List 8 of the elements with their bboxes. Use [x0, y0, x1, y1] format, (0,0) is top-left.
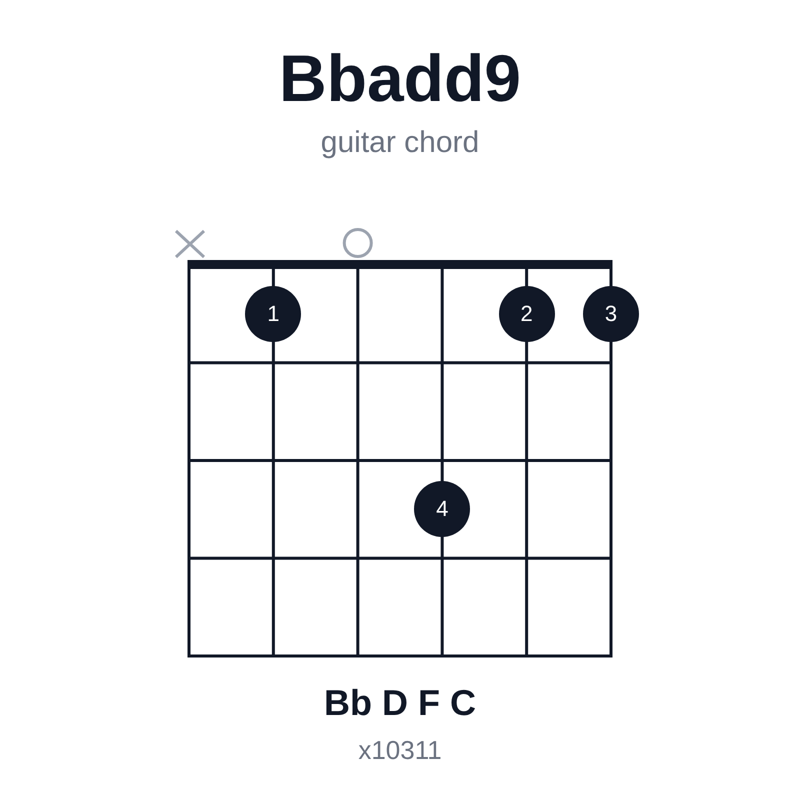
finger-dot: 1: [245, 286, 302, 342]
subtitle: guitar chord: [320, 126, 480, 160]
fingering-code: x10311: [357, 735, 443, 766]
chord-title: Bbadd9: [278, 40, 522, 116]
finger-dot: 4: [414, 481, 470, 538]
finger-dot: 3: [583, 286, 639, 342]
finger-dot: 2: [498, 286, 555, 342]
chord-notes: Bb D F C: [323, 682, 477, 724]
